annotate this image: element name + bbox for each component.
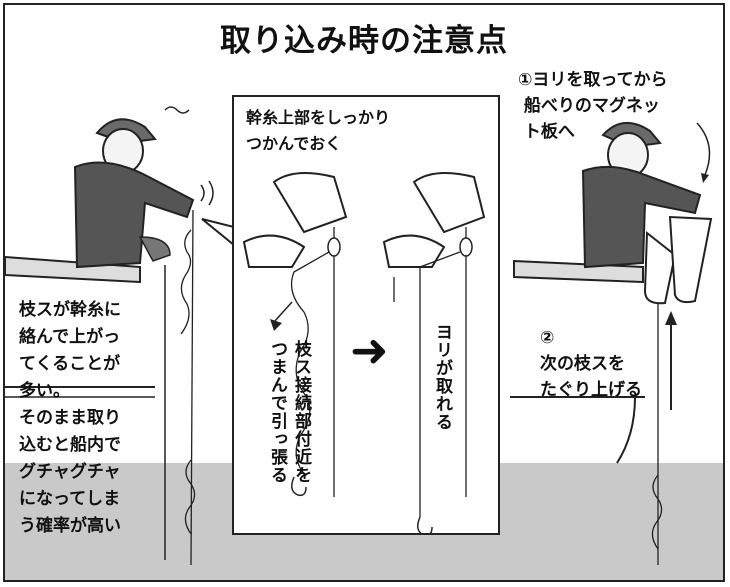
- tangle-warning-note: 枝スが幹糸に 絡んで上がっ てくることが 多い。 そのまま取り 込むと船内で グ…: [19, 300, 121, 536]
- twist-removed-caption: ヨリが取れる: [432, 323, 452, 431]
- right-angler-figure: [581, 122, 713, 410]
- step2-caption: ② 次の枝スを たぐり上げる: [540, 328, 642, 400]
- illustration-art: [5, 106, 713, 566]
- left-angler-figure: [73, 106, 235, 566]
- step1-caption: ①ヨリを取ってから 船べりのマグネッ ト板へ: [518, 70, 668, 142]
- right-arrow-icon: ➜: [350, 323, 389, 377]
- pinch-branch-caption: 枝ス接続部付近を つまんで引っ張る: [267, 340, 311, 484]
- page-title: 取り込み時の注意点: [220, 23, 508, 59]
- grip-mainline-caption: 幹糸上部をしっかり つかんでおく: [246, 108, 391, 153]
- detail-panel-art: [242, 172, 486, 533]
- detail-panel: 幹糸上部をしっかり つかんでおく: [232, 95, 500, 535]
- illustration-frame: 取り込み時の注意点 枝スが幹糸に 絡んで上がっ てくることが 多い。 そのまま取…: [3, 3, 725, 582]
- right-boat-rail: [510, 259, 663, 565]
